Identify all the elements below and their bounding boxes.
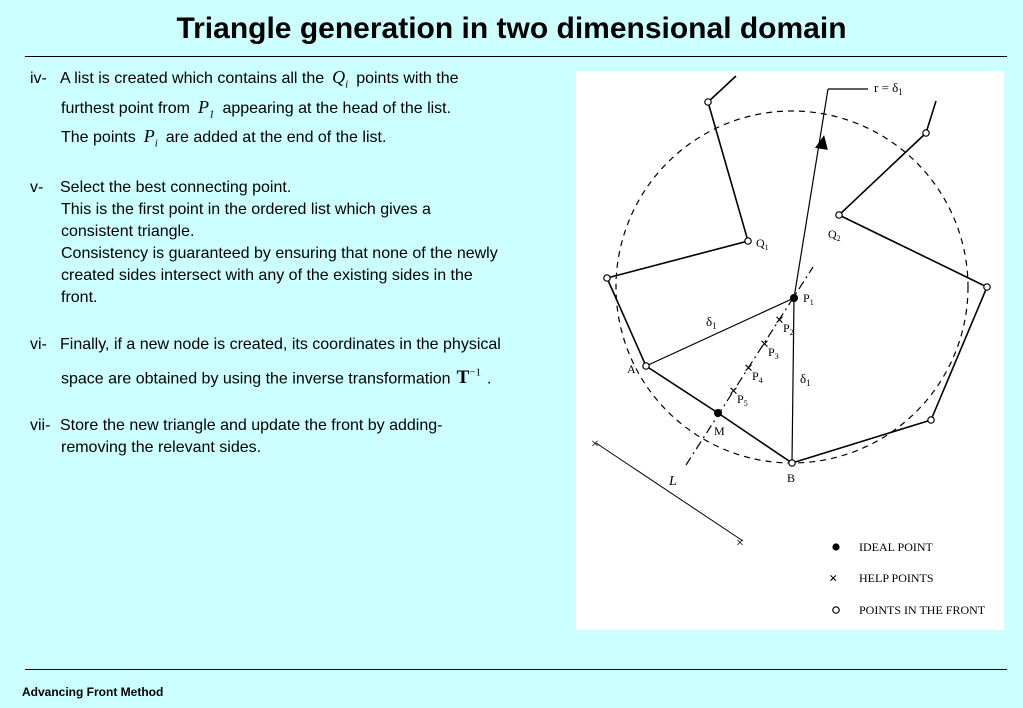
legend-help-label: HELP POINTS <box>859 571 934 585</box>
list-item-line: removing the relevant sides. <box>61 439 262 457</box>
help-point-icon: × <box>729 383 738 400</box>
front-point-icon <box>744 237 752 245</box>
item-text: . <box>486 370 492 388</box>
list-item-v: v- Select the best connecting point. This… <box>30 177 570 309</box>
ideal-point-icon <box>790 294 798 302</box>
list-item-line: space are obtained by using the inverse … <box>30 359 570 393</box>
math-symbol: P <box>197 96 209 117</box>
side-a-p1 <box>645 297 795 367</box>
list-item-vi: vi- Finally, if a new node is created, it… <box>30 331 570 393</box>
math-q-i: Qi <box>332 67 348 91</box>
label-delta-left: δ1 <box>706 314 717 331</box>
item-text: The points <box>61 129 136 147</box>
math-symbol: P <box>143 126 155 147</box>
label-p3: P3 <box>768 345 779 361</box>
dimension-tick-icon: × <box>736 536 744 551</box>
math-p-1: P1 <box>197 96 215 121</box>
item-text: space are obtained by using the inverse … <box>61 370 451 388</box>
item-number: iv- <box>30 70 47 87</box>
search-circle <box>615 110 969 464</box>
list-item-line: The points Pi are added at the end of the … <box>30 125 570 155</box>
list-item-line: Consistency is guaranteed by ensuring th… <box>61 244 498 262</box>
item-text: points with the <box>356 70 459 87</box>
radius-line <box>793 88 829 299</box>
math-p-i: Pi <box>143 126 158 150</box>
math-symbol: Q <box>332 67 346 87</box>
footer-divider <box>25 669 1007 670</box>
label-b: B <box>787 471 795 485</box>
help-point-icon: × <box>760 336 769 353</box>
length-dimension <box>595 442 744 542</box>
help-point-icon: × <box>744 360 753 377</box>
list-item-line: This is the first point in the ordered l… <box>61 200 431 218</box>
item-text: Select the best connecting point. <box>60 178 292 196</box>
front-point-icon <box>603 274 611 282</box>
front-edges <box>605 75 989 464</box>
front-point-icon <box>835 211 843 219</box>
list-item-line: furthest point from P1 appearing at the he… <box>30 96 570 126</box>
math-subscript: i <box>154 137 158 150</box>
list-item-line: vii- Store the new triangle and update th… <box>30 415 570 437</box>
label-q2: Q2 <box>828 227 841 243</box>
legend-front-label: POINTS IN THE FRONT <box>859 603 986 617</box>
label-p4: P4 <box>752 369 763 385</box>
help-point-icon: × <box>775 312 784 329</box>
list-item-iv: iv- A list is created which contains all … <box>30 66 570 155</box>
legend-ideal-icon <box>832 543 840 551</box>
item-text: appearing at the head of the list. <box>222 99 452 117</box>
label-p2: P2 <box>783 321 794 337</box>
side-b-p1 <box>791 297 795 464</box>
item-text: Store the new triangle and update the fr… <box>60 417 443 435</box>
item-number: v- <box>30 178 44 196</box>
list-item-vii: vii- Store the new triangle and update th… <box>30 415 570 459</box>
list-item-line: v- Select the best connecting point. <box>30 177 570 199</box>
label-a: A <box>627 362 636 376</box>
label-delta-right: δ1 <box>800 371 811 388</box>
front-point-icon <box>927 416 935 424</box>
item-text: Finally, if a new node is created, its c… <box>60 335 501 353</box>
item-text: are added at the end of the list. <box>165 129 387 147</box>
math-subscript: 1 <box>208 108 215 121</box>
radius-arrowhead <box>814 135 828 150</box>
title-divider <box>25 56 1007 57</box>
body-text: iv-A list is created which contains all … <box>30 66 570 481</box>
legend-help-icon: × <box>829 571 838 587</box>
math-superscript: −1 <box>469 366 481 379</box>
math-t-inverse: T−1 <box>457 367 481 388</box>
advancing-front-diagram: × × × × × × r = δ1 Q1 Q2 P1 P2 <box>576 71 1004 630</box>
front-point-icon <box>983 283 991 291</box>
list-item-line: iv- A list is created which contains all … <box>30 66 570 96</box>
front-point-icon <box>788 459 796 467</box>
math-symbol: T <box>456 367 470 389</box>
footer-label: Advancing Front Method <box>22 685 164 699</box>
front-point-icon <box>642 362 650 370</box>
dimension-tick-icon: × <box>591 437 599 452</box>
list-item-line: created sides intersect with any of the … <box>61 266 473 284</box>
label-p1: P1 <box>803 291 814 307</box>
ideal-point-icon <box>714 409 722 417</box>
item-text: A list is created which contains all the <box>60 70 325 87</box>
front-points <box>603 98 991 467</box>
front-point-icon <box>922 129 930 137</box>
label-q1: Q1 <box>756 236 769 252</box>
math-subscript: i <box>345 78 349 91</box>
legend-ideal-label: IDEAL POINT <box>859 540 934 554</box>
list-item-line: front. <box>61 288 98 306</box>
label-l: L <box>668 474 677 489</box>
label-p5: P5 <box>737 392 748 408</box>
front-point-icon <box>704 98 712 106</box>
diagram-svg: × × × × × × r = δ1 Q1 Q2 P1 P2 <box>591 75 991 617</box>
item-number: vii- <box>30 417 51 435</box>
page-title: Triangle generation in two dimensional d… <box>176 12 847 45</box>
legend-front-icon <box>832 606 840 614</box>
item-number: vi- <box>30 335 47 353</box>
list-item-line: consistent triangle. <box>61 222 195 240</box>
help-points: × × × × <box>729 312 784 400</box>
label-r-delta: r = δ1 <box>874 80 903 97</box>
list-item-line: vi- Finally, if a new node is created, it… <box>30 331 570 359</box>
label-m: M <box>714 424 725 438</box>
item-text: furthest point from <box>61 99 190 117</box>
